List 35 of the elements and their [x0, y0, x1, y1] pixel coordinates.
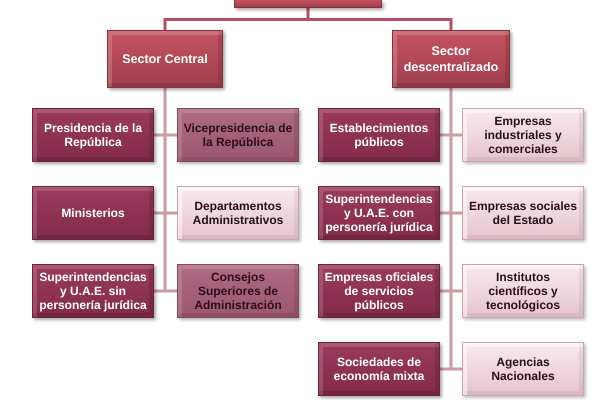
entity-box — [318, 108, 440, 162]
entity-box — [318, 264, 440, 318]
entity-label: Sociedades de economía mixta — [332, 355, 426, 383]
entity-label: Ministerios — [61, 206, 125, 220]
entity-label: Establecimientos públicos — [328, 121, 430, 149]
entity-box — [32, 264, 154, 318]
entity-box — [177, 108, 299, 162]
entity-label: Institutos científicos y tecnológicos — [484, 270, 561, 312]
entity-box — [177, 186, 299, 240]
entity-label: Superintendencias y U.A.E. con personería jurídica — [324, 192, 434, 234]
org-box — [234, 0, 382, 8]
sector-box — [107, 30, 223, 88]
entity-label: Superintendencias y U.A.E. sin personería jurídica — [38, 270, 148, 312]
sector-label: Sector descentralizado — [402, 43, 500, 75]
sector-label: Sector Central — [122, 51, 208, 67]
entity-box — [32, 186, 154, 240]
entity-label: Agencias Nacionales — [490, 355, 556, 383]
entity-label: Consejos Superiores de Administración — [193, 270, 283, 312]
entity-box — [462, 342, 584, 396]
entity-label: Presidencia de la República — [42, 121, 144, 149]
entity-label: Empresas oficiales de servicios públicos — [324, 270, 434, 312]
entity-label: Empresas industriales y comerciales — [483, 114, 563, 156]
connector-line — [450, 88, 462, 370]
entity-box — [32, 108, 154, 162]
entity-label: Vicepresidencia de la República — [182, 121, 294, 149]
entity-box — [318, 186, 440, 240]
entity-label: Empresas sociales del Estado — [468, 199, 578, 227]
entity-box — [318, 342, 440, 396]
entity-box — [462, 108, 584, 162]
sector-box — [392, 30, 510, 88]
entity-box — [462, 264, 584, 318]
entity-box — [462, 186, 584, 240]
entity-label: Departamentos Administrativos — [192, 199, 284, 227]
connector-line — [306, 8, 452, 30]
entity-box — [177, 264, 299, 318]
